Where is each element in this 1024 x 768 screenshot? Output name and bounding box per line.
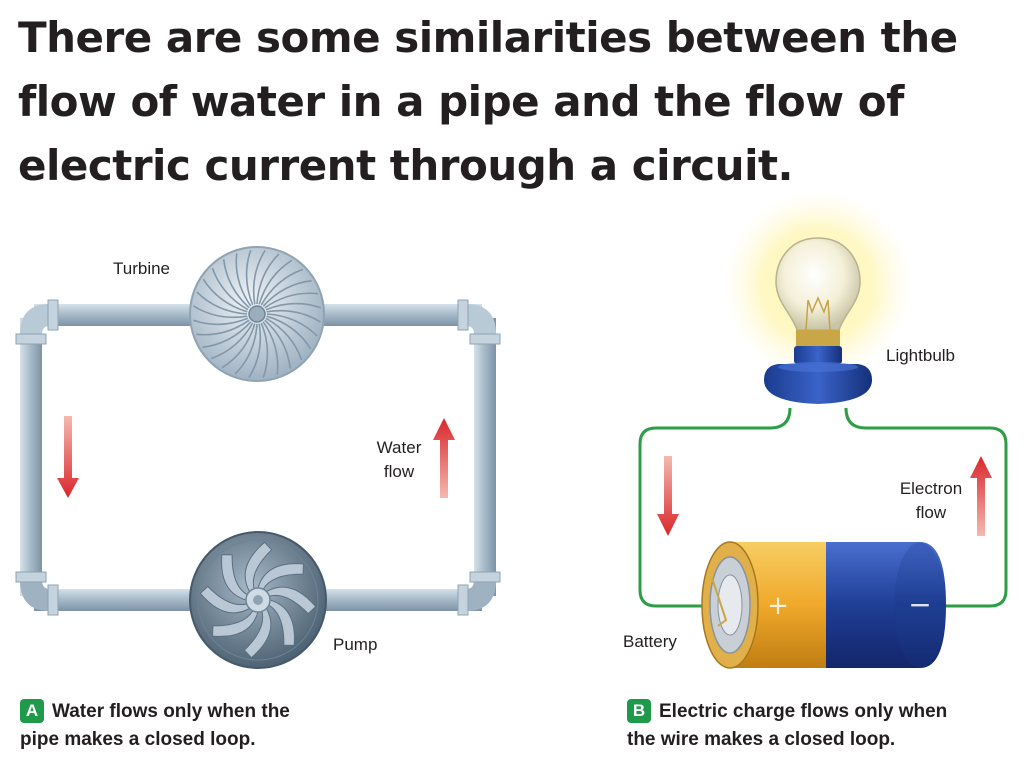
electric-circuit-panel: + − Lightbulb Battery Electron flow: [623, 190, 1008, 669]
pipe-joint: [457, 299, 469, 331]
pump-blade: [268, 599, 295, 646]
turbine-blade: [262, 321, 279, 375]
turbine-blade: [193, 305, 248, 319]
lightbulb: [764, 237, 872, 404]
pump-blade: [257, 563, 304, 590]
caption-a-line1: Water flows only when the: [52, 701, 290, 722]
turbine-blade: [262, 279, 312, 307]
caption-a-line2: pipe makes a closed loop.: [20, 729, 256, 750]
turbine-blade: [256, 253, 280, 305]
turbine-blade: [234, 323, 258, 375]
turbine-blade: [193, 317, 249, 326]
turbine-blade: [260, 322, 269, 378]
electron-flow-label-line1: Electron: [900, 479, 962, 498]
pump: [189, 531, 327, 669]
electron-flow-arrow-down: [657, 456, 679, 536]
turbine-blade: [266, 309, 321, 323]
turbine: [189, 246, 325, 382]
turbine-blade: [266, 315, 312, 350]
water-flow-label-line2: flow: [384, 462, 415, 481]
water-flow-arrow-down: [57, 416, 79, 498]
turbine-blade: [265, 317, 303, 361]
electron-flow-arrow-up: [970, 456, 992, 536]
battery-label: Battery: [623, 632, 677, 651]
turbine-blade: [202, 278, 248, 313]
pipe-joint: [47, 584, 59, 616]
turbine-blade: [245, 250, 254, 306]
turbine-blade: [211, 267, 249, 311]
turbine-blade: [266, 313, 318, 337]
lightbulb-label: Lightbulb: [886, 346, 955, 365]
turbine-blade: [264, 319, 292, 369]
pipe-joint: [15, 571, 47, 583]
pipe-joint: [457, 584, 469, 616]
pump-blade: [244, 541, 273, 593]
water-circuit-panel: Turbine Pump Water flow: [15, 246, 501, 669]
pipe-joint: [15, 333, 47, 345]
turbine-blade: [221, 323, 256, 369]
pipe-elbow-bottom-right: [466, 580, 496, 611]
wire: [844, 407, 1008, 608]
turbine-blade: [196, 319, 250, 336]
pipe-right: [474, 318, 496, 596]
pipe-left: [20, 318, 42, 596]
caption-b-line2: the wire makes a closed loop.: [627, 729, 896, 750]
pipe-joint: [47, 299, 59, 331]
pipe-joint: [469, 333, 501, 345]
turbine-blade: [248, 323, 262, 378]
pump-blade: [221, 554, 248, 601]
turbine-blade: [210, 322, 254, 360]
pipe-elbow-top-right: [466, 304, 496, 334]
turbine-blade: [264, 292, 318, 309]
turbine-blade: [196, 291, 248, 315]
battery-minus-sign: −: [908, 588, 931, 621]
pump-blade: [199, 585, 251, 614]
pump-label: Pump: [333, 635, 377, 654]
pump-blade: [265, 586, 317, 615]
turbine-blade: [265, 302, 321, 311]
pump-blade: [212, 610, 259, 637]
pipe-joint: [469, 571, 501, 583]
caption-b-line1: Electric charge flows only when: [659, 701, 948, 722]
electron-flow-label-line2: flow: [916, 503, 947, 522]
badge-b: B: [627, 699, 651, 723]
turbine-blade: [235, 253, 252, 307]
caption-b: B Electric charge flows only when the wir…: [627, 698, 947, 754]
battery: + −: [701, 541, 946, 669]
water-flow-arrow-up: [433, 418, 455, 498]
pump-blade: [243, 607, 272, 659]
caption-a: A Water flows only when the pipe makes a …: [20, 698, 290, 754]
turbine-blade: [222, 259, 250, 309]
headline: There are some similarities between the …: [18, 13, 958, 190]
wire: [638, 407, 792, 608]
turbine-blade: [260, 268, 304, 306]
battery-plus-sign: +: [767, 591, 789, 621]
turbine-blade: [258, 259, 293, 305]
pipe-elbow-top-left: [20, 304, 50, 334]
turbine-blade: [252, 250, 266, 305]
pipe-elbow-bottom-left: [20, 580, 50, 611]
turbine-blade: [202, 321, 252, 349]
turbine-label: Turbine: [113, 259, 170, 278]
water-flow-label-line1: Water: [377, 438, 422, 457]
badge-a: A: [20, 699, 44, 723]
